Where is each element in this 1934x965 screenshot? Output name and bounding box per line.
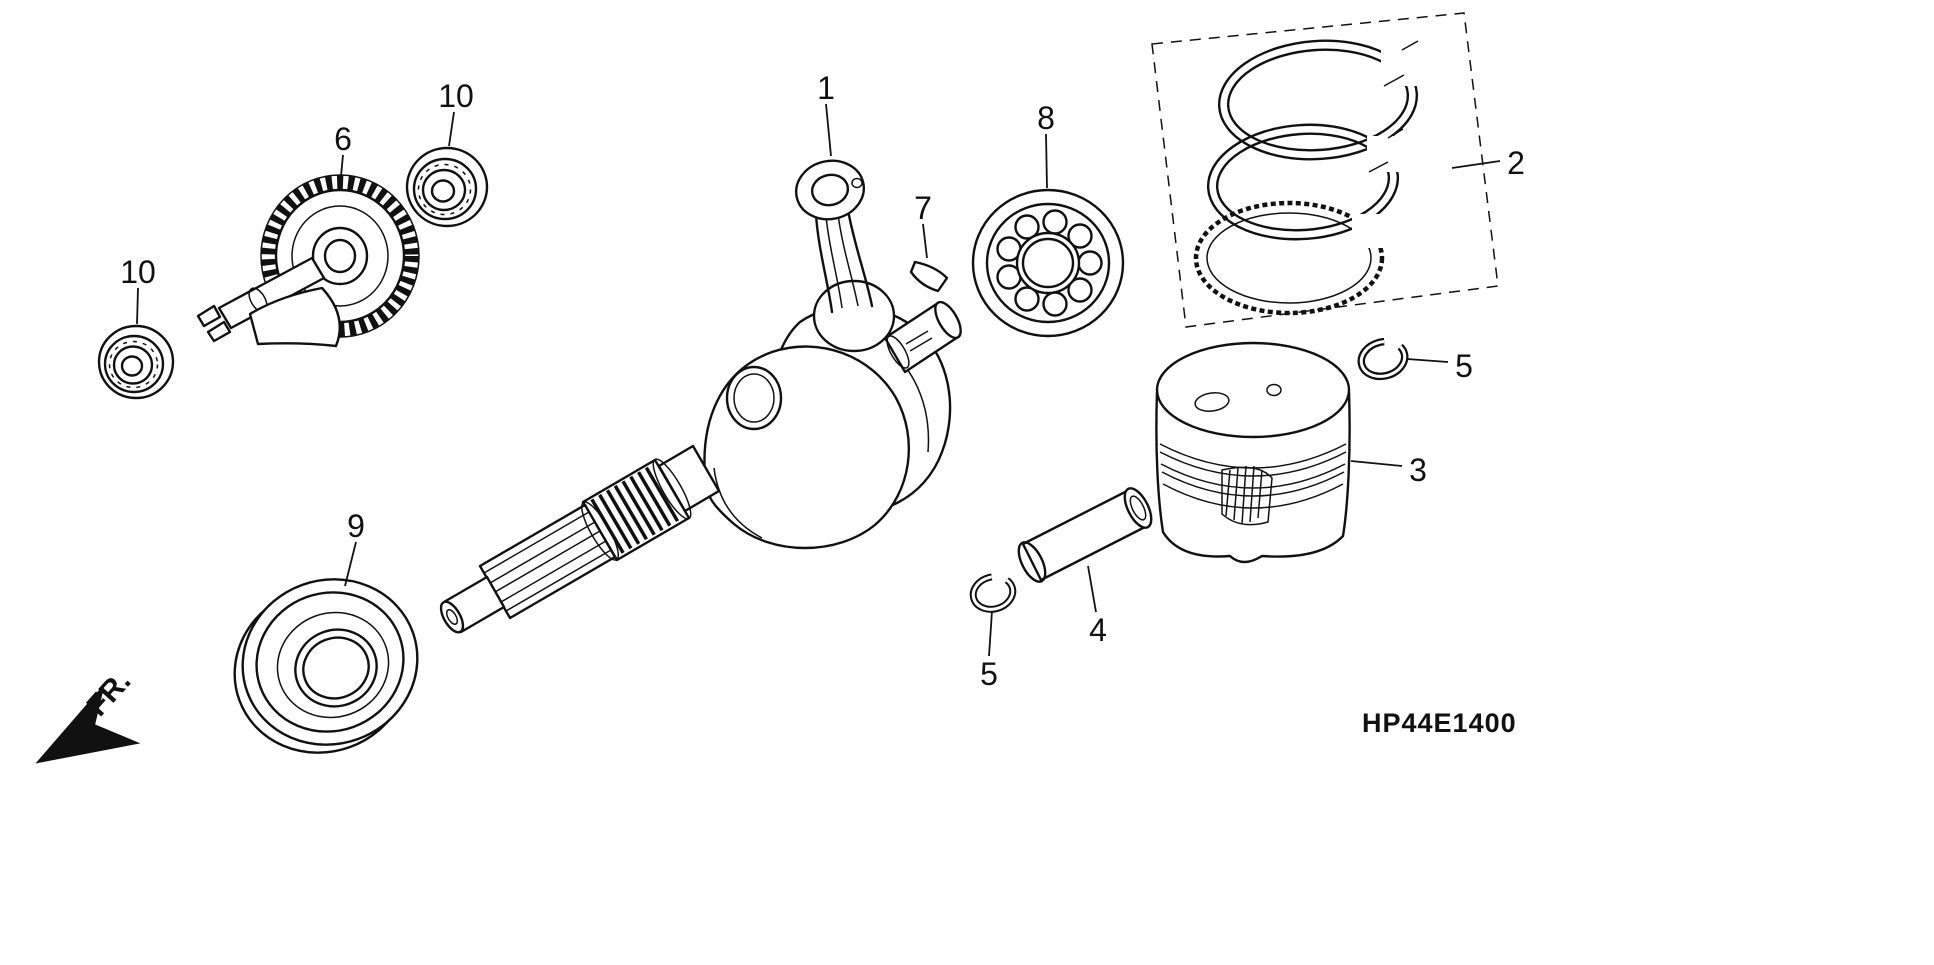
piston-pin [1017, 487, 1153, 583]
callout-5-left: 5 [980, 656, 998, 692]
ring-gap [1381, 48, 1419, 86]
callout-4: 4 [1089, 612, 1107, 648]
rod-big-end [812, 279, 896, 353]
callout-10-left: 10 [120, 254, 156, 290]
ball-bearing-right [971, 188, 1125, 338]
callout-5-right: 5 [1455, 348, 1473, 384]
ring-gap [1367, 136, 1403, 172]
pin-boss-recess [1221, 466, 1273, 526]
bearing-upper [405, 146, 489, 228]
pin-circlip-right [1357, 337, 1409, 381]
callout-6: 6 [334, 121, 352, 157]
callout-1: 1 [817, 70, 835, 106]
connecting-rod [795, 159, 896, 353]
callout-2: 2 [1507, 145, 1525, 181]
callout-3: 3 [1409, 452, 1427, 488]
piston [1155, 341, 1351, 564]
crankshaft-assembly [439, 159, 962, 634]
woodruff-key [909, 260, 949, 293]
balancer-gear [196, 174, 420, 348]
leader-lines [136, 103, 1501, 657]
ring-gap [1352, 214, 1386, 248]
crown-hole [1266, 383, 1282, 397]
rod-oil-hole [851, 177, 863, 189]
fr-direction: FR. [35, 665, 141, 764]
crank-stub-shaft [883, 300, 962, 374]
web-hole [725, 365, 783, 431]
valve-pocket [1194, 392, 1230, 412]
bearing-left [97, 324, 175, 400]
shaft-rib-teeth [590, 465, 682, 554]
rod-small-end [795, 159, 865, 221]
callouts: 1 2 3 4 5 5 6 7 8 9 10 10 [120, 70, 1525, 692]
ball-bearing-left [233, 578, 419, 754]
gear-shaft-fork [196, 304, 222, 328]
fr-arrow-icon [35, 686, 141, 764]
callout-7: 7 [914, 190, 932, 226]
callout-9: 9 [347, 508, 365, 544]
diagram-code: HP44E1400 [1362, 708, 1517, 738]
callout-10-upper: 10 [438, 78, 474, 114]
pin-circlip-left [969, 573, 1017, 613]
gear-arm [248, 286, 341, 348]
piston-crown [1155, 341, 1351, 439]
crank-main-shaft [439, 444, 721, 634]
piston-ring-set [1151, 12, 1499, 328]
callout-8: 8 [1037, 100, 1055, 136]
ring-set-dashed-box [1151, 12, 1499, 328]
